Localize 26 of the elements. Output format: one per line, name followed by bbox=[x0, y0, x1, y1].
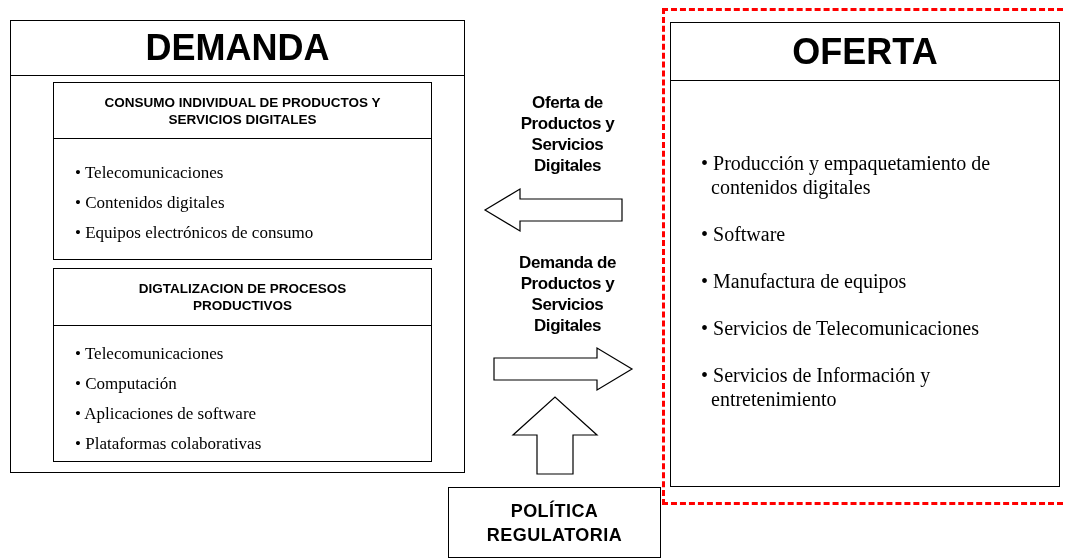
block-arrow bbox=[511, 396, 599, 475]
bullet-item: • Producción y empaquetamiento de contenidos digitales bbox=[701, 152, 991, 198]
bullet-item: • Contenidos digitales bbox=[75, 193, 225, 212]
bullet-item: • Plataformas colaborativas bbox=[75, 434, 262, 453]
bullet-item: • Software bbox=[701, 223, 786, 245]
section-box bbox=[10, 20, 465, 473]
bullet-item: • Telecomunicaciones bbox=[75, 344, 224, 363]
bullet-item: • Manufactura de equipos bbox=[701, 270, 907, 292]
bullet-item: • Servicios de Telecomunicaciones bbox=[701, 317, 979, 339]
box-heading: POLÍTICA REGULATORIA bbox=[485, 499, 624, 547]
bullet-item: • Computación bbox=[75, 374, 177, 393]
section-box bbox=[53, 268, 432, 462]
box-heading: DEMANDA bbox=[145, 30, 330, 66]
edge-label: Oferta de Productos y Servicios Digitales bbox=[519, 92, 616, 176]
policy-box bbox=[448, 487, 661, 558]
box-heading: CONSUMO INDIVIDUAL DE PRODUCTOS Y SERVICIOS DIGITALES bbox=[103, 93, 382, 128]
bullet-item: • Servicios de Información y entretenimiento bbox=[701, 364, 931, 410]
bullet-item: • Equipos electrónicos de consumo bbox=[75, 223, 314, 242]
box-heading: DIGTALIZACION DE PROCESOS PRODUCTIVOS bbox=[137, 280, 348, 314]
bullet-item: • Aplicaciones de software bbox=[75, 404, 257, 423]
block-arrow bbox=[483, 187, 623, 233]
bullet-item: • Telecomunicaciones bbox=[75, 163, 224, 182]
block-arrow bbox=[493, 346, 634, 392]
box-heading: OFERTA bbox=[792, 33, 938, 70]
section-box bbox=[53, 82, 432, 260]
edge-label: Demanda de Productos y Servicios Digitales bbox=[518, 252, 617, 336]
